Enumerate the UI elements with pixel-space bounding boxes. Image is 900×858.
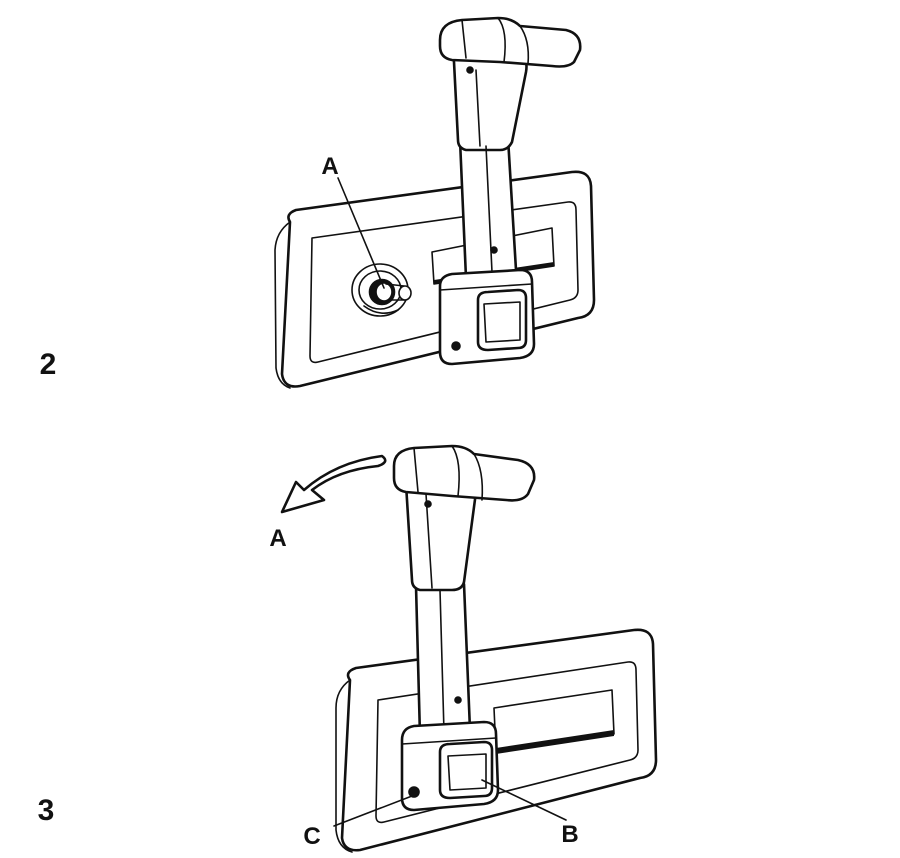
lock-screw (408, 786, 420, 798)
callout-a-fig3: A (269, 525, 286, 552)
direction-arrow (280, 454, 387, 514)
mounting-plate-outer (280, 170, 596, 388)
lever-handle (438, 16, 582, 68)
leader-line-a-fig2 (337, 177, 385, 289)
callout-a-fig2: A (321, 153, 338, 180)
lever-shaft-lower (458, 136, 518, 280)
mounting-plate-outer-fig3 (340, 628, 658, 852)
mounting-plate-edge (274, 221, 291, 389)
callout-c: C (303, 823, 320, 850)
mounting-plate-inner (309, 201, 579, 364)
figure-2: A 2 (40, 16, 596, 389)
leader-line-c (333, 795, 413, 827)
callout-b: B (561, 821, 578, 848)
neutral-release-button (476, 288, 528, 352)
leader-line-b (481, 779, 567, 821)
figure-number-2: 2 (40, 348, 57, 381)
neutral-lock-knob (351, 263, 412, 317)
figure-3: A B C 3 (38, 444, 658, 853)
figure-number-3: 3 (38, 794, 55, 827)
mounting-plate-inner-fig3 (375, 661, 639, 824)
mounting-plate-edge-fig3 (335, 679, 353, 853)
lever-shaft-upper (452, 54, 528, 152)
